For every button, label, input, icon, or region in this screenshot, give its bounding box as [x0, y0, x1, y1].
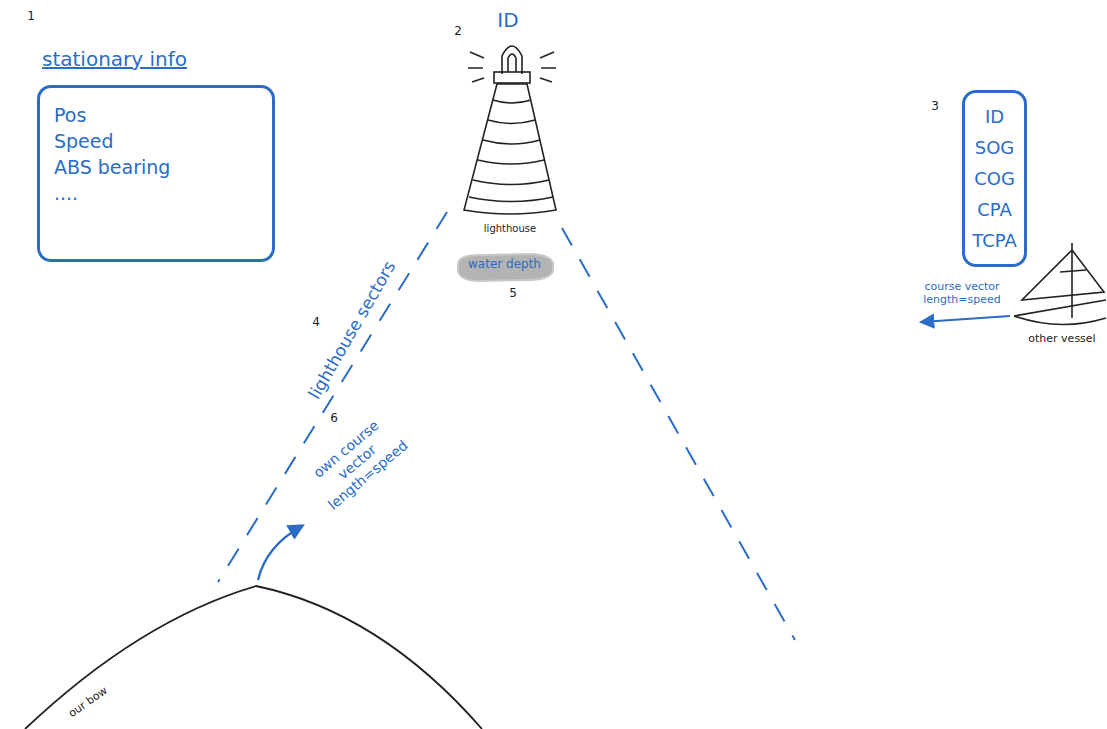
id-label: ID: [497, 8, 518, 32]
tower-stripe: [488, 120, 535, 124]
box-heading: stationary info: [42, 46, 187, 72]
info-line: TCPA: [972, 225, 1017, 256]
vessel-info-box: IDSOGCOGCPATCPA: [962, 90, 1027, 267]
tower-stripe: [469, 197, 553, 202]
sector-line: [218, 212, 447, 582]
spar: [1060, 270, 1086, 272]
bow-label: our bow: [66, 684, 110, 720]
course-vector-label: course vector length=speed: [916, 280, 1008, 306]
callout-number: 2: [454, 24, 462, 38]
own-bow: [25, 586, 482, 729]
lighthouse-tower: [464, 84, 556, 214]
info-line: ID: [985, 101, 1004, 132]
tower-stripe: [493, 100, 531, 103]
callout-number: 6: [330, 411, 338, 425]
other-vessel-drawing: [1014, 243, 1106, 325]
info-line: water depth: [468, 256, 541, 272]
water-depth-patch: water depth: [452, 252, 557, 282]
callout-number: 3: [931, 99, 939, 113]
lighthouse-label: lighthouse: [484, 223, 536, 235]
sectors-label: lighthouse sectors: [304, 257, 400, 402]
light-rays: [468, 52, 484, 82]
water-depth-shape: [458, 254, 553, 281]
info-line: ABS bearing: [54, 154, 170, 180]
sail: [1022, 250, 1104, 300]
lighthouse-window: [508, 54, 516, 72]
vessel-course-vector: [922, 316, 1010, 322]
tower-stripe: [473, 180, 549, 185]
other-vessel-label: other vessel: [1028, 332, 1095, 345]
tower-stripe: [483, 140, 540, 144]
lighthouse-drawing: [464, 46, 556, 214]
callout-number: 4: [312, 315, 320, 329]
tower-stripe: [478, 160, 544, 164]
info-line: SOG: [975, 132, 1015, 163]
sector-line: [562, 228, 795, 640]
info-line: Speed: [54, 128, 114, 154]
callout-number: 5: [509, 286, 517, 300]
own-course-label: own course vector length=speed: [303, 411, 412, 514]
info-line: COG: [974, 163, 1015, 194]
info-line: ....: [54, 180, 78, 206]
hull: [1014, 316, 1106, 325]
callout-number: 1: [27, 9, 35, 23]
info-line: Pos: [54, 102, 86, 128]
info-line: CPA: [977, 194, 1012, 225]
stationary-info-box: stationary infoPosSpeedABS bearing....: [37, 85, 275, 262]
light-rays: [540, 52, 556, 82]
own-course-vector: [258, 526, 302, 580]
lighthouse-lamp: [502, 46, 522, 74]
deck: [1014, 300, 1106, 316]
lighthouse-gallery: [494, 72, 530, 83]
